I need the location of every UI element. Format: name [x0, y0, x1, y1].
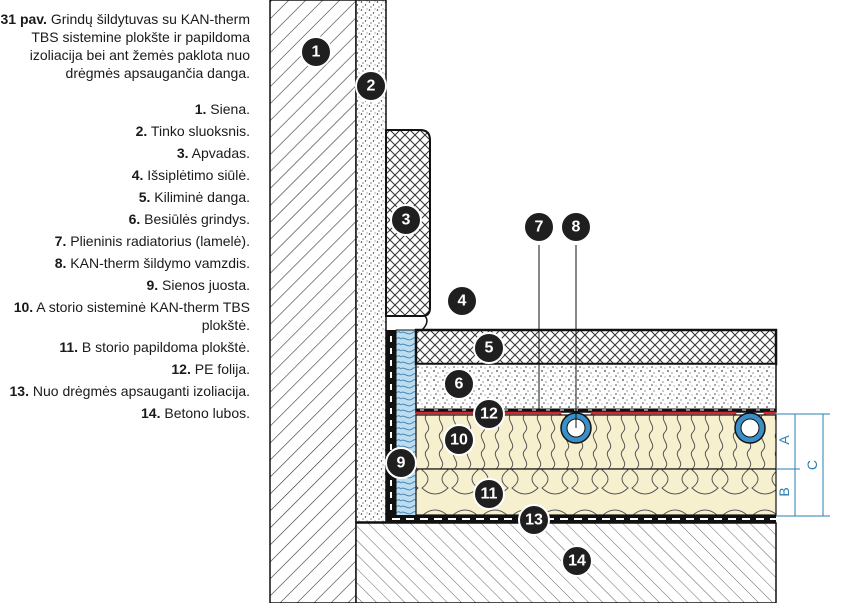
legend-item-label: Nuo drėgmės apsauganti izoliacija.	[32, 383, 250, 399]
svg-text:8: 8	[572, 219, 581, 236]
legend-item-label: Betono lubos.	[164, 405, 250, 421]
caption-number: 31 pav.	[0, 11, 47, 27]
svg-text:7: 7	[535, 219, 544, 236]
legend-item-number: 8.	[54, 255, 67, 271]
legend-item-number: 13.	[9, 383, 29, 399]
figure-caption: 31 pav. Grindų šildytuvas su KAN-therm T…	[0, 10, 250, 82]
svg-text:9: 9	[397, 455, 406, 472]
svg-text:2: 2	[367, 78, 376, 95]
marker-9: 9	[385, 447, 417, 479]
legend-item-10: 10. A storio sisteminė KAN-therm TBS plo…	[0, 298, 250, 334]
marker-11: 11	[473, 478, 505, 510]
additional-board-b	[415, 468, 777, 516]
marker-2: 2	[355, 70, 387, 102]
marker-5: 5	[473, 332, 505, 364]
legend-item-number: 12.	[171, 361, 191, 377]
wall	[269, 0, 357, 603]
legend: 31 pav. Grindų šildytuvas su KAN-therm T…	[0, 10, 250, 426]
dimension-c-label: C	[804, 460, 820, 470]
legend-item-6: 6. Besiūlės grindys.	[0, 210, 250, 228]
heating-pipe	[734, 412, 766, 444]
svg-text:10: 10	[450, 432, 468, 449]
svg-text:5: 5	[485, 340, 494, 357]
dimension-a-label: A	[776, 435, 792, 445]
legend-item-9: 9. Sienos juosta.	[0, 276, 250, 294]
marker-6: 6	[443, 368, 475, 400]
legend-item-label: Besiūlės grindys.	[144, 211, 250, 227]
marker-3: 3	[390, 204, 422, 236]
svg-text:4: 4	[458, 293, 467, 310]
legend-item-number: 10.	[13, 299, 34, 315]
marker-13: 13	[518, 504, 550, 536]
marker-12: 12	[473, 398, 505, 430]
legend-item-label: Siena.	[210, 101, 250, 117]
legend-item-11: 11. B storio papildoma plokštė.	[0, 338, 250, 356]
legend-item-8: 8. KAN-therm šildymo vamzdis.	[0, 254, 250, 272]
legend-item-number: 11.	[59, 339, 79, 355]
svg-text:12: 12	[480, 406, 498, 423]
legend-item-label: B storio papildoma plokštė.	[81, 339, 250, 355]
svg-text:11: 11	[481, 486, 498, 503]
legend-item-label: PE folija.	[194, 361, 250, 377]
legend-item-7: 7. Plieninis radiatorius (lamelė).	[0, 232, 250, 250]
legend-item-12: 12. PE folija.	[0, 360, 250, 378]
marker-4: 4	[446, 285, 478, 317]
legend-item-label: Plieninis radiatorius (lamelė).	[70, 233, 250, 249]
legend-item-number: 9.	[146, 277, 159, 293]
wall-strip	[395, 329, 417, 517]
legend-item-label: A storio sisteminė KAN-therm TBS plokštė…	[36, 299, 250, 333]
legend-item-number: 2.	[135, 123, 148, 139]
dimension-b-label: B	[776, 487, 792, 496]
legend-item-number: 1.	[194, 101, 207, 117]
svg-text:3: 3	[402, 212, 411, 229]
legend-item-number: 6.	[128, 211, 141, 227]
marker-7: 7	[523, 211, 555, 243]
expansion-joint	[421, 315, 428, 331]
marker-1: 1	[300, 36, 332, 68]
legend-item-number: 7.	[54, 233, 67, 249]
legend-item-number: 4.	[131, 167, 144, 183]
legend-item-label: Apvadas.	[191, 145, 250, 161]
svg-text:14: 14	[568, 553, 586, 570]
legend-item-label: Tinko sluoksnis.	[150, 123, 250, 139]
system-board-a	[415, 414, 777, 470]
legend-item-label: KAN-therm šildymo vamzdis.	[70, 255, 250, 271]
legend-item-number: 14.	[141, 405, 161, 421]
legend-item-label: Išsiplėtimo siūlė.	[147, 167, 250, 183]
svg-text:13: 13	[525, 512, 543, 529]
marker-10: 10	[443, 424, 475, 456]
dimension-lines: A B C	[776, 413, 830, 517]
caption-text: Grindų šildytuvas su KAN-therm TBS siste…	[29, 11, 250, 81]
legend-item-2: 2. Tinko sluoksnis.	[0, 122, 250, 140]
legend-item-3: 3. Apvadas.	[0, 144, 250, 162]
marker-14: 14	[561, 545, 593, 577]
legend-item-label: Sienos juosta.	[162, 277, 250, 293]
legend-item-14: 14. Betono lubos.	[0, 404, 250, 422]
screed-layer	[415, 363, 777, 413]
svg-text:6: 6	[455, 376, 464, 393]
legend-item-1: 1. Siena.	[0, 100, 250, 118]
legend-item-number: 5.	[138, 189, 151, 205]
legend-item-4: 4. Išsiplėtimo siūlė.	[0, 166, 250, 184]
legend-list: 1. Siena. 2. Tinko sluoksnis. 3. Apvadas. 4…	[0, 100, 250, 422]
legend-item-label: Kiliminė danga.	[154, 189, 250, 205]
carpet-layer	[414, 328, 778, 366]
legend-item-5: 5. Kiliminė danga.	[0, 188, 250, 206]
svg-text:1: 1	[312, 44, 321, 61]
legend-item-number: 3.	[176, 145, 189, 161]
legend-item-13: 13. Nuo drėgmės apsauganti izoliacija.	[0, 382, 250, 400]
marker-8: 8	[560, 211, 592, 243]
